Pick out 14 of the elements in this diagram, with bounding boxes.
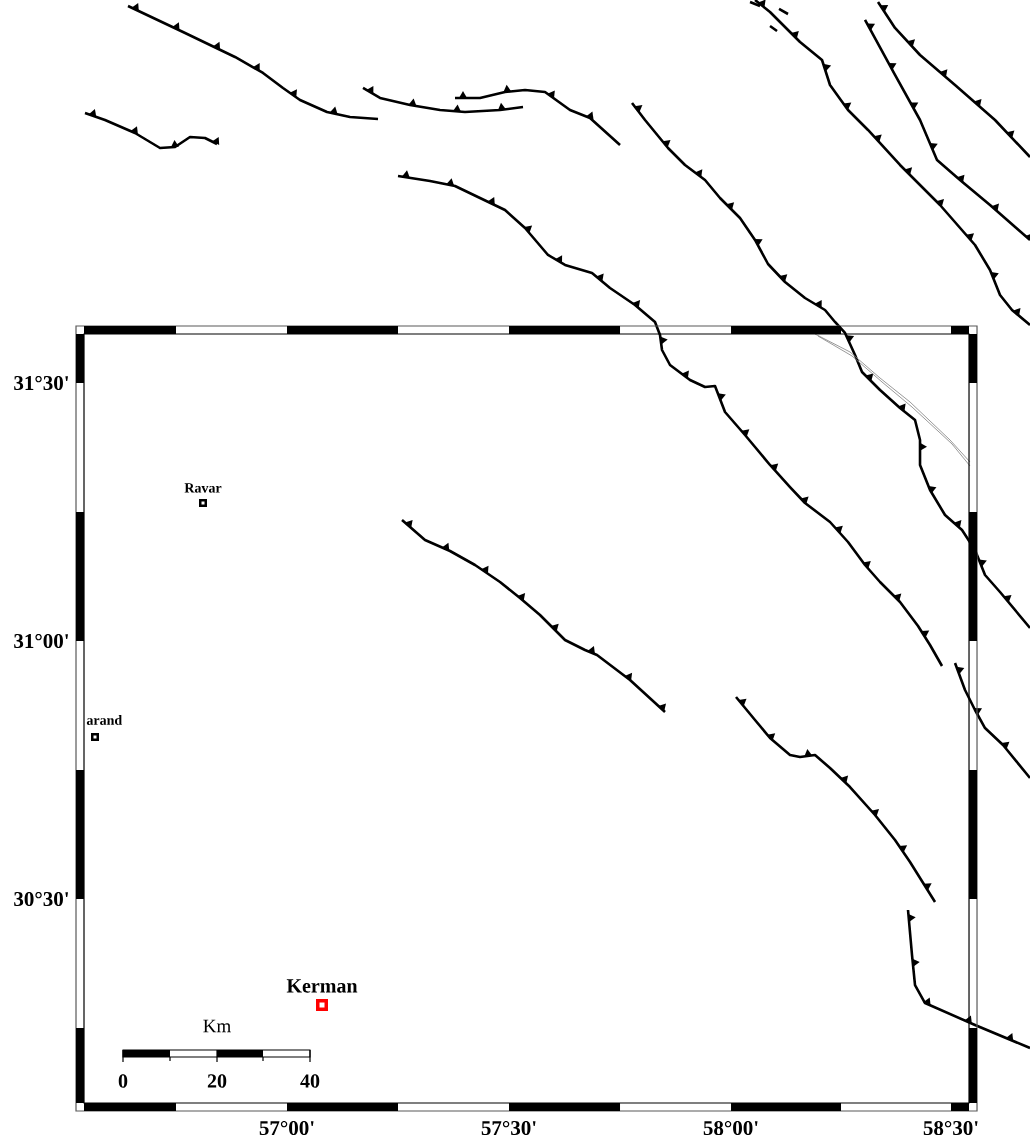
- longitude-label: 57°30': [481, 1120, 536, 1136]
- scale-label: 40: [300, 1074, 320, 1088]
- town-label: arand: [86, 715, 122, 725]
- longitude-label: 58°00': [703, 1120, 758, 1136]
- scale-label: 20: [207, 1074, 227, 1088]
- city-label: Kerman: [286, 979, 358, 993]
- latitude-label: 30°30': [14, 891, 68, 907]
- latitude-label: 31°30': [14, 375, 68, 391]
- scale-unit-label: Km: [203, 1019, 231, 1033]
- longitude-label: 57°00': [259, 1120, 314, 1136]
- longitude-label: 58°30': [923, 1120, 978, 1136]
- latitude-label: 31°00': [14, 633, 68, 649]
- town-label: Ravar: [184, 483, 222, 493]
- scale-label: 0: [118, 1074, 128, 1088]
